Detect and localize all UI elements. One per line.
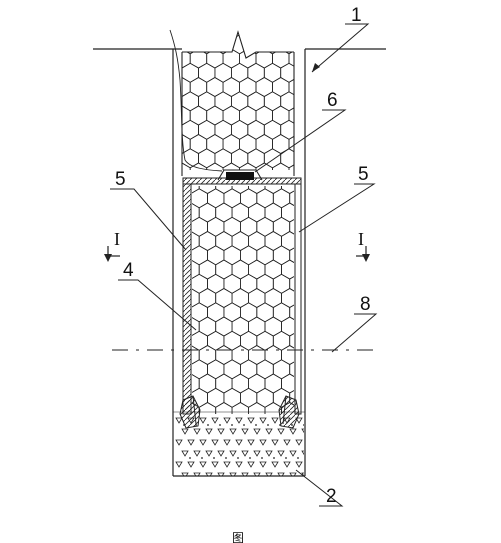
anchor-bolt-right [278,395,300,429]
callout-4: 4 [123,260,134,281]
section-mark-right: I [356,229,370,262]
anchor-bolt-left [179,395,201,429]
callout-8: 8 [360,294,371,315]
callout-2: 2 [326,486,337,507]
signal-wire [169,29,223,172]
section-label-right: I [358,229,364,249]
borehole-walls [172,49,306,476]
leader-lines [110,23,378,507]
callout-5-right: 5 [358,164,369,185]
base-block [173,411,305,477]
callout-1: 1 [351,5,362,26]
section-label-left: I [114,229,120,249]
figure-caption: 图 [232,531,244,543]
break-line [182,30,294,59]
callout-5-left: 5 [115,169,126,190]
section-mark-left: I [104,229,120,262]
callout-6: 6 [327,90,338,111]
shell-cylinder [182,177,302,415]
sensor-cap [217,169,263,181]
